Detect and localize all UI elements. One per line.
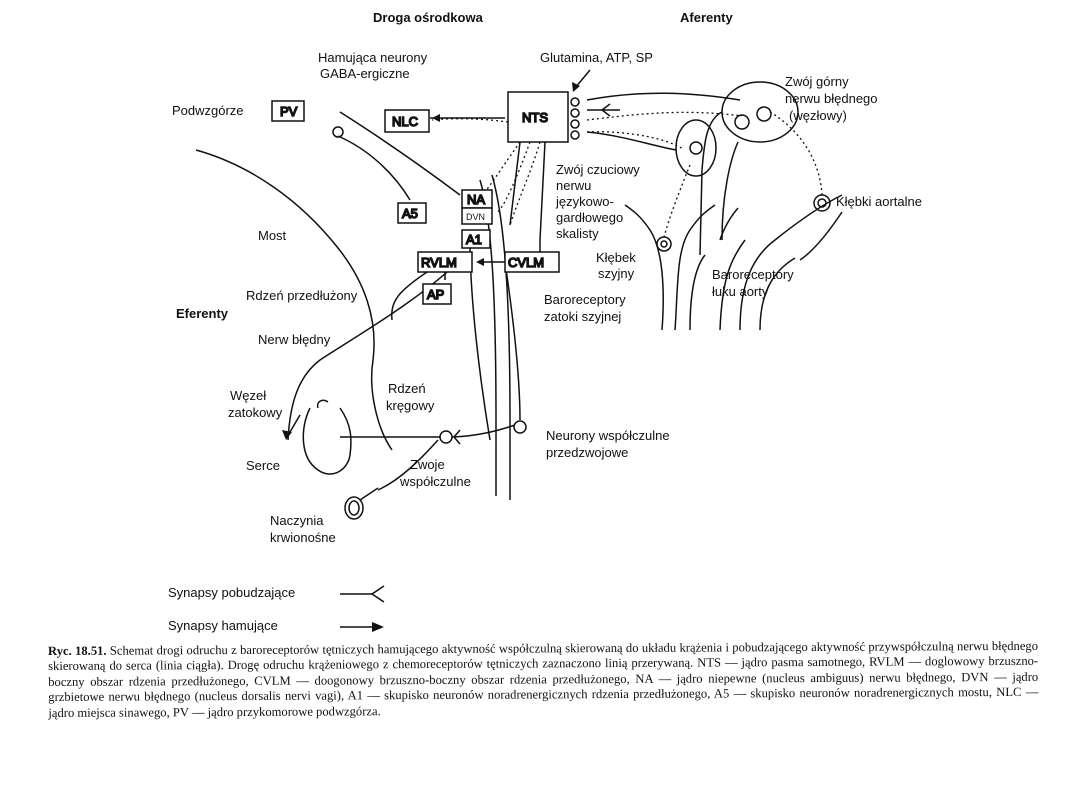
- vessels-line2: krwionośne: [270, 530, 336, 545]
- legend-inhibitory-arrowhead: [372, 622, 384, 632]
- sinus-baroreceptors-line1: Baroreceptory: [544, 292, 626, 307]
- dvn-box: [461, 207, 493, 225]
- excitatory-synapses: [332, 103, 611, 445]
- sinus-baroreceptors-line2: zatoki szyjnej: [544, 309, 621, 324]
- glosso-ganglion-line5: skalisty: [556, 226, 599, 241]
- gaba-label-line2: GABA-ergiczne: [320, 66, 410, 81]
- a1-box: [461, 229, 491, 249]
- aortic-baroreceptors-line1: Baroreceptory: [712, 267, 794, 282]
- ap-label: AP: [427, 287, 444, 302]
- pv-label: PV: [280, 104, 298, 119]
- aortic-baroreceptors-line2: łuku aorty: [712, 284, 769, 299]
- sympathetic-ganglia-line1: Zwoje: [410, 457, 445, 472]
- nlc-label: NLC: [392, 114, 418, 129]
- a5-box: [397, 202, 427, 224]
- nts-terminals: [570, 97, 580, 140]
- legend: Synapsy pobudzające Synapsy hamujące: [168, 585, 385, 633]
- baroreceptor-afferents: [586, 92, 741, 151]
- legend-inhibitory-label: Synapsy hamujące: [168, 618, 278, 633]
- vessels-line1: Naczynia: [270, 513, 324, 528]
- carotid-body-icon: [656, 236, 672, 252]
- neurotransmitters-arrowhead: [572, 82, 580, 92]
- glosso-ganglion-line4: gardłowego: [556, 210, 623, 225]
- a1-label: A1: [466, 232, 482, 247]
- glosso-ganglion-line3: językowo-: [555, 194, 614, 209]
- preganglionic-line2: przedzwojowe: [546, 445, 628, 460]
- aortic-bodies-label: Kłębki aortalne: [836, 194, 922, 209]
- hypothalamus-label: Podwzgórze: [172, 103, 244, 118]
- vagal-ganglion: [699, 81, 799, 256]
- nts-label: NTS: [522, 110, 548, 125]
- nts-box: [507, 91, 569, 143]
- vagal-ganglion-line3: (węzłowy): [789, 108, 847, 123]
- preganglionic-line1: Neurony współczulne: [546, 428, 670, 443]
- legend-excitatory-symbol: [370, 585, 385, 603]
- rvlm-label: RVLM: [421, 255, 457, 270]
- glosso-ganglion-line2: nerwu: [556, 178, 591, 193]
- arteries-drawing: [624, 194, 843, 331]
- pv-box: [271, 100, 305, 122]
- carotid-body-line1: Kłębek: [596, 250, 636, 265]
- figure-caption: Ryc. 18.51. Schemat drogi odruchu z baro…: [48, 639, 1038, 721]
- nlc-box: [384, 109, 430, 133]
- a5-label: A5: [402, 206, 418, 221]
- figure-label: Ryc. 18.51.: [48, 643, 107, 658]
- cvlm-label: CVLM: [508, 255, 544, 270]
- vagal-ganglion-line2: nerwu błędnego: [785, 91, 878, 106]
- medulla-label: Rdzeń przedłużony: [246, 288, 358, 303]
- carotid-body-line2: szyjny: [598, 266, 635, 281]
- ap-box: [422, 283, 452, 305]
- header-afferents: Aferenty: [680, 10, 734, 25]
- heart-label: Serce: [246, 458, 280, 473]
- header-central-pathway: Droga ośrodkowa: [373, 10, 484, 25]
- caption-text: Schemat drogi odruchu z baroreceptorów t…: [48, 638, 1039, 720]
- vagus-label: Nerw błędny: [258, 332, 331, 347]
- sa-node-line1: Węzeł: [230, 388, 266, 403]
- vagal-ganglion-line1: Zwój górny: [785, 74, 849, 89]
- rvlm-box: [417, 251, 473, 273]
- spinal-cord-line2: kręgowy: [386, 398, 435, 413]
- heart-drawing: [289, 399, 352, 475]
- neurotransmitters-label: Glutamina, ATP, SP: [540, 50, 653, 65]
- legend-excitatory-label: Synapsy pobudzające: [168, 585, 295, 600]
- glosso-ganglion-line1: Zwój czuciowy: [556, 162, 640, 177]
- pons-label: Most: [258, 228, 287, 243]
- na-label: NA: [467, 192, 485, 207]
- dvn-label: DVN: [466, 212, 485, 222]
- blood-vessel-drawing: [344, 487, 379, 520]
- sa-node-line2: zatokowy: [228, 405, 283, 420]
- gaba-label-line1: Hamująca neurony: [318, 50, 428, 65]
- arrowheads: [282, 114, 484, 440]
- spinal-cord-line1: Rdzeń: [388, 381, 426, 396]
- sympathetic-ganglia-line2: współczulne: [399, 474, 471, 489]
- glosso-ganglion: [675, 119, 717, 177]
- cvlm-box: [504, 251, 560, 273]
- header-efferents: Eferenty: [176, 306, 229, 321]
